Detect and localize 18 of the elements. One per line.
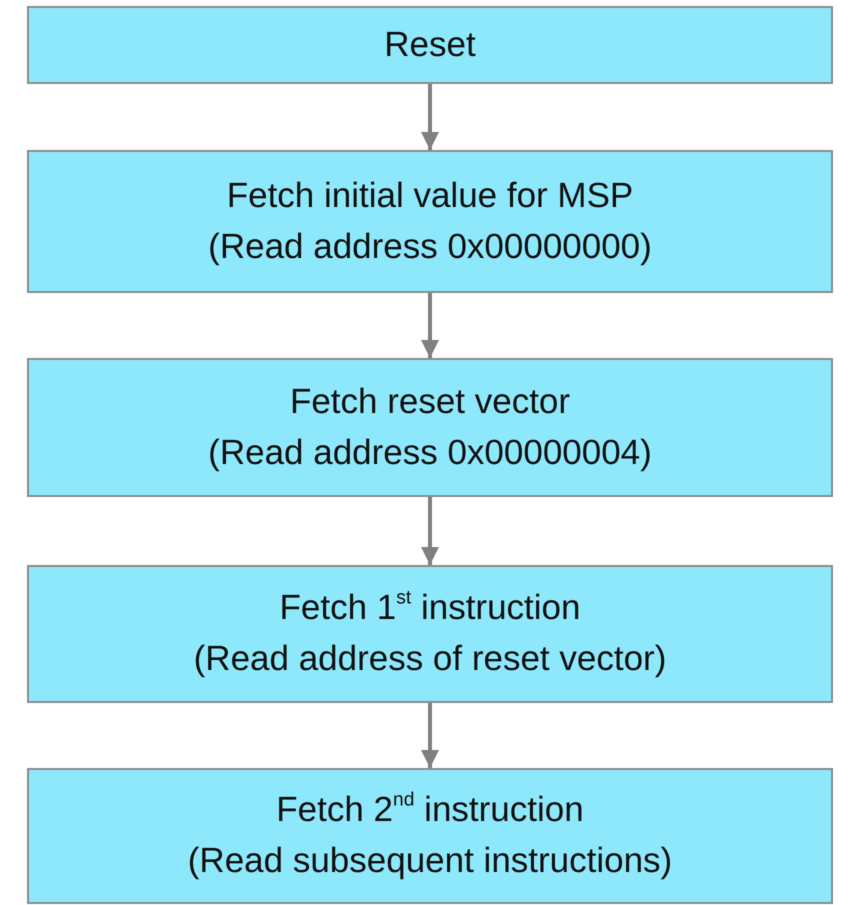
process-box bbox=[27, 6, 833, 84]
arrow bbox=[421, 84, 439, 150]
step-title: Fetch 2$^{nd}$ instruction bbox=[276, 788, 584, 832]
process-box bbox=[27, 768, 833, 904]
step-detail: (Read subsequent instructions) bbox=[188, 840, 672, 882]
step-detail: (Read address 0x00000004) bbox=[208, 432, 652, 474]
step-title: Fetch reset vector bbox=[290, 380, 570, 423]
step-title: Reset bbox=[384, 24, 476, 66]
process-box bbox=[27, 565, 833, 703]
arrow bbox=[421, 703, 439, 768]
step-title: Fetch initial value for MSP bbox=[226, 174, 634, 217]
arrow bbox=[421, 293, 439, 358]
arrow bbox=[421, 497, 439, 565]
process-box bbox=[27, 358, 833, 497]
step-detail: (Read address 0x00000000) bbox=[208, 226, 652, 268]
step-title: Fetch 1$^{st}$ instruction bbox=[280, 586, 580, 630]
step-detail: (Read address of reset vector) bbox=[194, 638, 666, 680]
process-box bbox=[27, 150, 833, 293]
